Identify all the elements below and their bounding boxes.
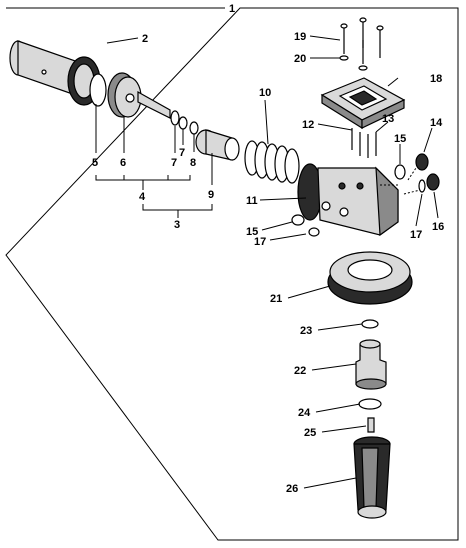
callout-7a: 7 <box>171 157 177 169</box>
callout-17a: 17 <box>410 229 422 241</box>
part-7-ring <box>170 110 188 130</box>
callout-3: 3 <box>174 219 180 231</box>
callout-13: 13 <box>382 113 394 125</box>
callout-5: 5 <box>92 157 98 169</box>
part-16-plug <box>426 173 440 191</box>
callout-15a: 15 <box>394 133 406 145</box>
callout-26: 26 <box>286 483 298 495</box>
callout-1: 1 <box>229 3 235 15</box>
part-11-valve-body <box>297 163 399 237</box>
part-2-housing <box>9 40 101 106</box>
part-15-ring-upper <box>394 164 406 180</box>
part-9-spring-seat <box>195 129 240 161</box>
leader-lines <box>95 35 439 489</box>
part-26-cap <box>353 436 391 519</box>
callout-6: 6 <box>120 157 126 169</box>
part-24-o-ring <box>358 398 382 410</box>
callout-19: 19 <box>294 31 306 43</box>
part-14-plug <box>415 153 429 171</box>
callout-2: 2 <box>142 33 148 45</box>
part-23-ring <box>361 319 379 329</box>
part-6-piston <box>107 72 171 119</box>
callout-15b: 15 <box>246 226 258 238</box>
callout-14: 14 <box>430 117 443 129</box>
part-17-ring-upper <box>418 179 426 193</box>
callout-21: 21 <box>270 293 282 305</box>
callout-22: 22 <box>294 365 306 377</box>
part-21-handwheel <box>327 251 413 305</box>
assembly-boundary <box>5 7 459 541</box>
callout-17b: 17 <box>254 236 266 248</box>
part-15-ring-lower <box>291 214 305 226</box>
part-25-pin <box>367 417 375 433</box>
part-22-stem <box>355 339 387 390</box>
part-19-screws <box>340 17 384 64</box>
part-8-ring <box>189 121 199 135</box>
callout-24: 24 <box>298 407 311 419</box>
callout-16: 16 <box>432 221 444 233</box>
dashed-assembly-lines <box>380 167 421 195</box>
callout-7b: 7 <box>179 147 185 159</box>
callout-8: 8 <box>190 157 196 169</box>
part-10-spring <box>244 140 300 184</box>
part-17-ring-lower <box>308 227 320 237</box>
callout-23: 23 <box>300 325 312 337</box>
part-18-cover-plate <box>320 77 406 130</box>
callout-11: 11 <box>246 195 258 207</box>
callout-labels: 1 2 5 6 7 7 8 4 9 3 10 11 12 13 14 15 16… <box>92 3 444 495</box>
callout-9: 9 <box>208 189 214 201</box>
callout-18: 18 <box>430 73 442 85</box>
part-5-o-ring <box>89 73 107 107</box>
callout-25: 25 <box>304 427 316 439</box>
part-12-13-pins <box>351 128 377 158</box>
callout-10: 10 <box>259 87 271 99</box>
callout-20: 20 <box>294 53 306 65</box>
callout-12: 12 <box>302 119 314 131</box>
callout-4: 4 <box>139 191 146 203</box>
